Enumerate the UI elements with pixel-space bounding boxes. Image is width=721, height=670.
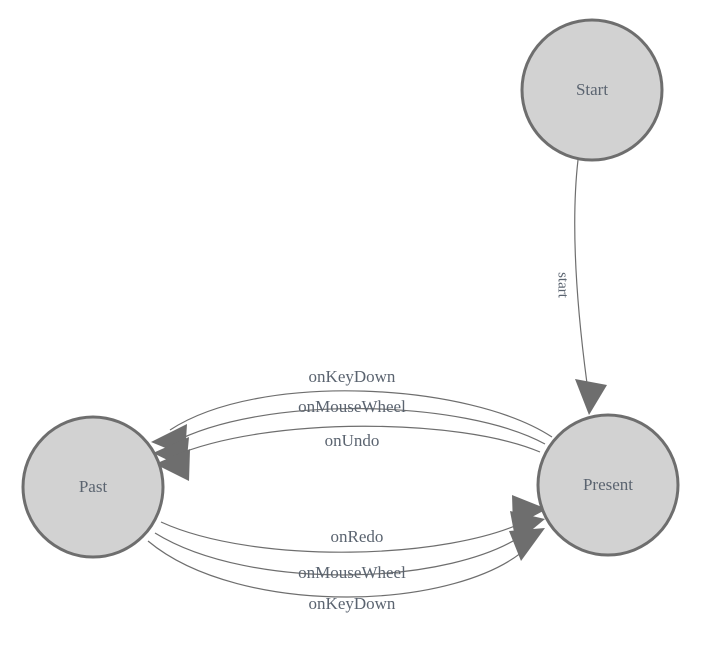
edge-label-past-present-1: onRedo [331,527,384,546]
arrowhead-start-present [575,379,607,415]
edge-label-present-past-1: onKeyDown [309,367,396,386]
edge-past-to-present-onmousewheel[interactable]: onMouseWheel [154,511,545,582]
arrowhead-past-present-3 [509,528,545,561]
edge-start-to-present[interactable]: start [555,159,607,415]
edge-label-past-present-3: onKeyDown [309,594,396,613]
arrowhead-present-past-3 [155,449,190,481]
edge-label-past-present-2: onMouseWheel [298,563,406,582]
edge-past-to-present-onredo[interactable]: onRedo [160,495,547,553]
edge-path-present-past-2 [171,408,546,445]
edge-path-past-present-3 [147,540,531,598]
edge-present-to-past-onundo[interactable]: onUndo [155,425,541,481]
node-past-circle [21,415,165,559]
edge-past-to-present-onkeydown[interactable]: onKeyDown [147,528,545,613]
edge-path-past-present-2 [154,531,528,576]
edge-label-start: start [555,272,571,299]
node-present-label: Present [583,475,633,494]
node-present[interactable]: Present [536,413,680,557]
edge-label-present-past-2: onMouseWheel [298,397,406,416]
edge-path-past-present-1 [160,519,529,553]
edge-path-present-past-3 [173,425,541,457]
edge-path-present-past-1 [169,390,553,438]
edge-path-start-present [574,159,590,399]
edge-label-present-past-3: onUndo [325,431,380,450]
node-past[interactable]: Past [21,415,165,559]
node-start[interactable]: Start [520,18,664,162]
node-start-circle [520,18,664,162]
node-start-label: Start [576,80,608,99]
node-past-label: Past [79,477,108,496]
node-present-circle [536,413,680,557]
